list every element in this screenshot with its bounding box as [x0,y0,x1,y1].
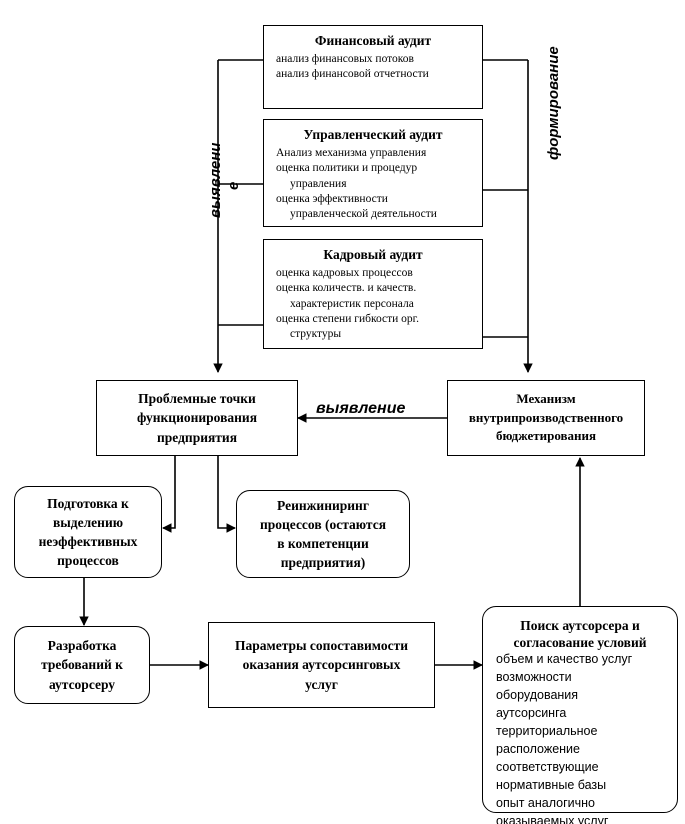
label-formirovanie-vertical: формирование [545,46,562,160]
criteria-item: опыт аналогично [496,796,596,810]
audit-line: характеристик персонала [290,297,414,310]
node-budgeting-mechanism[interactable]: Механизм внутрипроизводственного бюджети… [447,380,645,456]
audit-line: анализ финансовой отчетности [276,68,429,81]
audit-line: оценка кадровых процессов [276,267,413,280]
node-line: предприятия) [280,555,366,571]
criteria-item: оборудования [496,688,579,702]
audit-box-management[interactable]: Управленческий аудит Анализ механизма уп… [263,119,483,227]
node-line: Параметры сопоставимости [235,638,408,654]
node-line: Разработка [47,638,117,654]
node-search-outsourcer[interactable]: Поиск аутсорсера и согласование условий [482,606,678,813]
node-line: требований к [41,657,123,673]
criteria-item: аутсорсинга [496,706,567,720]
audit-line: оценка эффективности [276,192,388,205]
criteria-item: нормативные базы [496,778,607,792]
criteria-item: оказываемых услуг [496,814,609,824]
audit-box-financial[interactable]: Финансовый аудит анализ финансовых поток… [263,25,483,109]
node-line: Механизм [516,391,576,407]
label-vyyavlenie-vertical-tail: е [225,181,242,190]
node-line: Проблемные точки [138,391,256,407]
node-line: внутрипроизводственного [468,409,624,425]
node-line: в компетенции [277,536,369,551]
node-line: процессов (остаются [259,516,387,532]
criteria-item: территориальное [496,724,598,738]
criteria-item: расположение [496,742,580,756]
audit-title: Финансовый аудит [314,33,432,48]
node-comparability[interactable]: Параметры сопоставимости оказания аутсор… [208,622,435,708]
node-line: функционирования [137,410,257,426]
audit-title: Управленческий аудит [303,127,443,142]
node-reengineering[interactable]: Реинжиниринг процессов (остаются в компе… [236,490,410,578]
criteria-item: возможности [496,670,572,684]
label-vyyavlenie-arrow: выявление [316,400,406,417]
audit-body: оценка кадровых процессов оценка количес… [264,266,482,342]
node-line: предприятия [156,429,237,445]
audit-line: оценка количеств. и качеств. [276,282,417,295]
audit-line: оценка политики и процедур [276,162,418,175]
node-line: бюджетирования [495,428,597,444]
audit-line: управленческой деятельности [290,207,437,220]
audit-line: оценка степени гибкости орг. [276,312,419,325]
node-line: оказания аутсорсинговых [242,657,401,673]
audit-line: структуры [290,327,342,340]
audit-body: Анализ механизма управления оценка полит… [264,146,482,222]
criteria-item: соответствующие [496,760,599,774]
node-line: неэффективных [38,534,138,549]
node-line: Подготовка к [47,495,129,511]
node-preparation[interactable]: Подготовка к выделению неэффективных про… [14,486,162,578]
audit-line: анализ финансовых потоков [276,53,414,66]
audit-line: Анализ механизма управления [276,147,427,160]
node-line: согласование условий [513,635,647,651]
node-line: Поиск аутсорсера и [520,618,640,633]
node-line: услуг [305,676,338,692]
audit-title: Кадровый аудит [323,247,423,262]
node-line: Реинжиниринг [277,497,369,513]
criteria-item: объем и качество услуг [496,652,633,666]
label-vyyavlenie-vertical: выявлени [207,142,224,218]
node-line: процессов [57,553,119,569]
node-line: выделению [52,514,124,530]
node-requirements[interactable]: Разработка требований к аутсорсеру [14,626,150,704]
audit-body: анализ финансовых потоков анализ финансо… [264,52,482,82]
audit-line: управления [290,177,347,190]
audit-box-personnel[interactable]: Кадровый аудит оценка кадровых процессов… [263,239,483,349]
node-line: аутсорсеру [48,676,116,692]
node-problem-points[interactable]: Проблемные точки функционирования предпр… [96,380,298,456]
outsourcer-criteria-list: объем и качество услуг возможности обору… [496,650,676,824]
